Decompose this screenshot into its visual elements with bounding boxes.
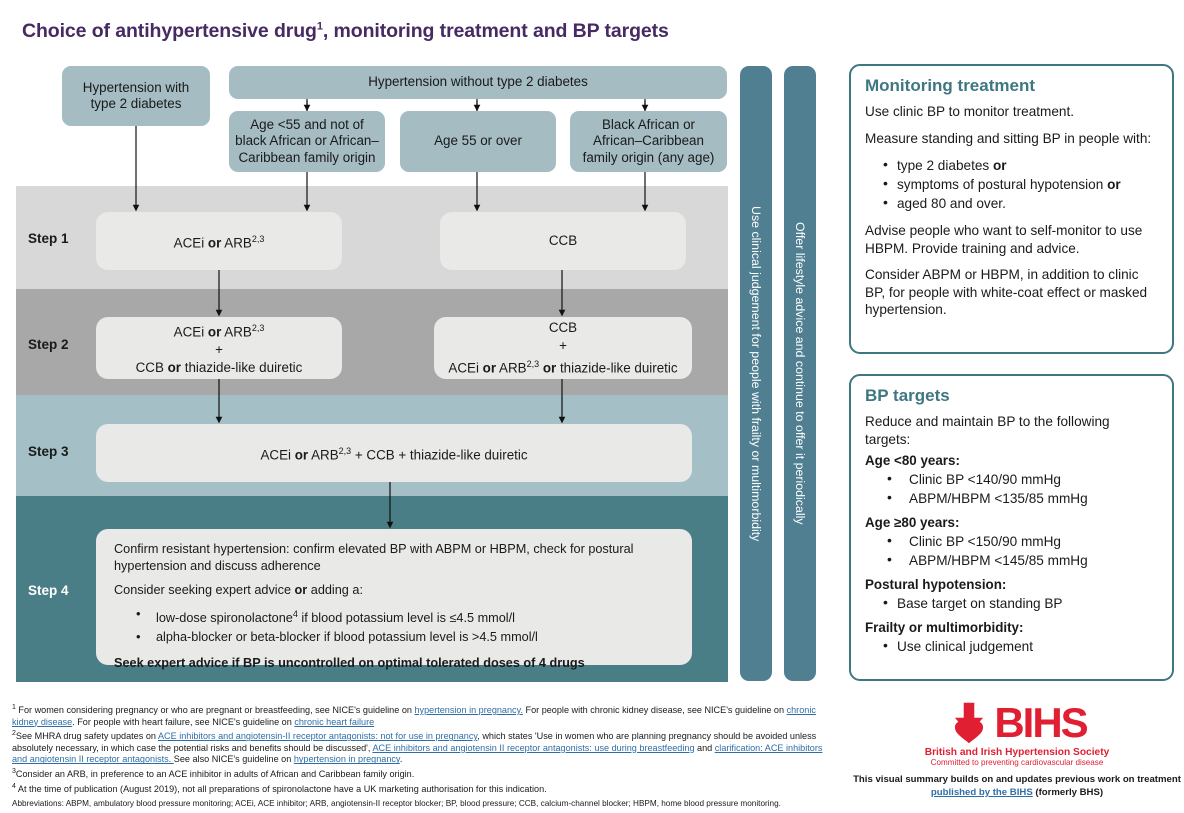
panel-monitoring-para-2: Measure standing and sitting BP in peopl… [865,130,1152,146]
footnotes: 1 For women considering pregnancy or who… [12,702,840,795]
list-item: Clinic BP <140/90 mmHg [883,469,1158,489]
sidebar-lifestyle-advice-label: Offer lifestyle advice and continue to o… [793,222,807,525]
bp-group-label-age-under-80: Age <80 years: [865,453,960,468]
bihs-logo-block: BIHS British and Irish Hypertension Soci… [852,700,1182,799]
bp-group-bullets-frailty: Use clinical judgement [865,636,1158,656]
bp-group-bullets-age-80-plus: Clinic BP <150/90 mmHg ABPM/HBPM <145/85… [865,531,1158,570]
step2-box-left[interactable]: ACEi or ARB2,3+CCB or thiazide-like duir… [96,317,342,379]
step2-left-text: ACEi or ARB2,3+CCB or thiazide-like duir… [135,322,303,376]
sidebar-lifestyle-advice[interactable]: Offer lifestyle advice and continue to o… [784,66,816,681]
panel-bp-targets-para-1: Reduce and maintain BP to the following … [865,414,1110,447]
list-item: ABPM/HBPM <145/85 mmHg [883,550,1158,570]
subgroup-box-age-55-or-over[interactable]: Age 55 or over [400,111,556,172]
panel-monitoring-para-4: Consider ABPM or HBPM, in addition to cl… [865,267,1148,317]
step-label-1: Step 1 [28,231,69,246]
step4-box[interactable]: Confirm resistant hypertension: confirm … [96,529,692,670]
page-title-superscript: 1 [316,20,323,33]
panel-bp-targets-heading: BP targets [865,386,950,405]
page-title-rest: , monitoring treatment and BP targets [322,20,669,42]
step2-right-text: CCB+ACEi or ARB2,3 or thiazide-like duir… [448,319,678,376]
bihs-tagline: Committed to preventing cardiovascular d… [930,758,1104,767]
abbreviations-line: Abbreviations: ABPM, ambulatory blood pr… [12,799,781,808]
list-item: type 2 diabetes or [883,155,1158,175]
heart-arrow-icon [955,702,984,744]
step3-text: ACEi or ARB2,3 + CCB + thiazide-like dui… [260,445,528,463]
sidebar-clinical-judgement[interactable]: Use clinical judgement for people with f… [740,66,772,681]
step1-left-text: ACEi or ARB2,3 [173,233,265,251]
step1-box-left[interactable]: ACEi or ARB2,3 [96,212,342,270]
step-label-4: Step 4 [28,583,69,598]
entry-box-hypertension-without-diabetes[interactable]: Hypertension without type 2 diabetes [229,66,727,99]
entry-box-label-2: Hypertension without type 2 diabetes [368,74,588,90]
list-item: aged 80 and over. [883,193,1158,213]
footnote-2: 2See MHRA drug safety updates on ACE inh… [12,730,823,765]
bihs-credit-note: This visual summary builds on and update… [853,774,1181,798]
footnote-3: 3Consider an ARB, in preference to an AC… [12,768,415,780]
bp-group-bullets-age-under-80: Clinic BP <140/90 mmHg ABPM/HBPM <135/85… [865,469,1158,508]
step4-para-1: Confirm resistant hypertension: confirm … [114,542,634,573]
bihs-society-name: British and Irish Hypertension Society [924,747,1110,758]
page-title: Choice of antihypertensive drug1, monito… [22,20,669,43]
panel-monitoring-para-1: Use clinic BP to monitor treatment. [865,104,1075,119]
bihs-wordmark: BIHS [994,699,1088,746]
page-title-main: Choice of antihypertensive drug [22,20,317,42]
step1-right-text: CCB [548,233,578,248]
bp-group-label-age-80-plus: Age ≥80 years: [865,515,960,530]
step1-box-right[interactable]: CCB [440,212,686,270]
subgroup-label-age-55-or-over: Age 55 or over [434,133,522,149]
step4-bullet: alpha-blocker or beta-blocker if blood p… [136,628,676,646]
step4-bullet-list: low-dose spironolactone4 if blood potass… [114,605,676,646]
list-item: Base target on standing BP [883,593,1158,613]
step4-closing-statement: Seek expert advice if BP is uncontrolled… [114,656,585,671]
panel-monitoring-bullets: type 2 diabetes or symptoms of postural … [865,155,1158,213]
bp-group-label-frailty: Frailty or multimorbidity: [865,620,1024,635]
list-item: ABPM/HBPM <135/85 mmHg [883,488,1158,508]
step2-box-right[interactable]: CCB+ACEi or ARB2,3 or thiazide-like duir… [434,317,692,379]
step-label-2: Step 2 [28,337,69,352]
step4-para-2: Consider seeking expert advice or adding… [114,583,363,597]
step-label-3: Step 3 [28,444,69,459]
step3-box[interactable]: ACEi or ARB2,3 + CCB + thiazide-like dui… [96,424,692,482]
panel-monitoring-heading: Monitoring treatment [865,76,1035,95]
list-item: symptoms of postural hypotension or [883,174,1158,194]
step4-bullet: low-dose spironolactone4 if blood potass… [136,605,676,627]
list-item: Clinic BP <150/90 mmHg [883,531,1158,551]
bihs-logo-row: BIHS [852,700,1182,746]
bp-group-bullets-postural: Base target on standing BP [865,593,1158,613]
panel-monitoring-para-3: Advise people who want to self-monitor t… [865,223,1143,256]
footnote-4: 4 At the time of publication (August 201… [12,782,547,794]
bp-group-label-postural-hypotension: Postural hypotension: [865,577,1007,592]
panel-monitoring-treatment: Monitoring treatment Use clinic BP to mo… [849,64,1174,354]
list-item: Use clinical judgement [883,636,1158,656]
sidebar-clinical-judgement-label: Use clinical judgement for people with f… [749,205,763,542]
footnote-1: 1 For women considering pregnancy or who… [12,704,816,727]
panel-bp-targets: BP targets Reduce and maintain BP to the… [849,374,1174,681]
